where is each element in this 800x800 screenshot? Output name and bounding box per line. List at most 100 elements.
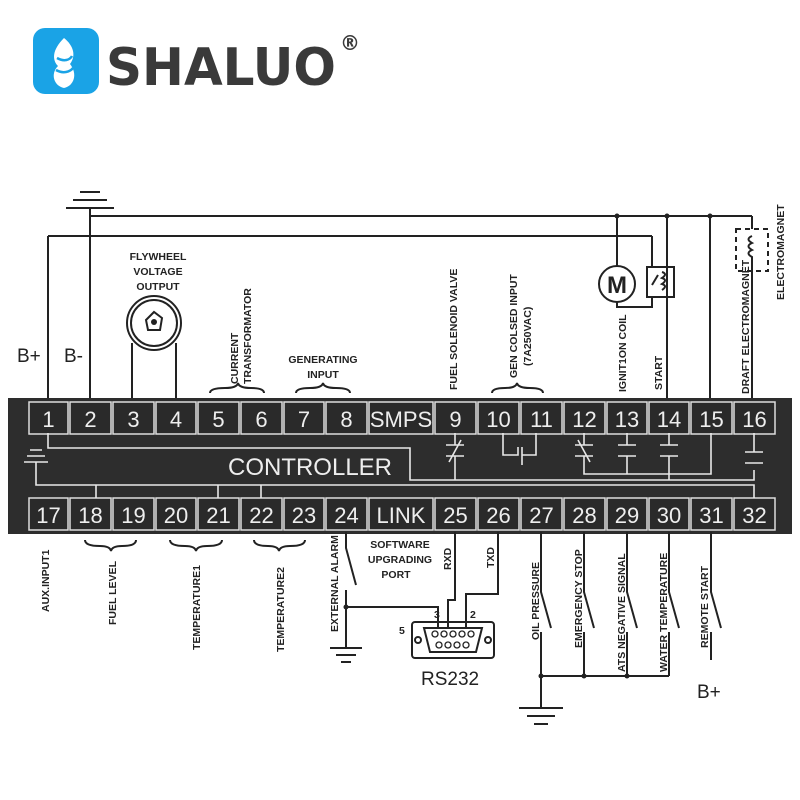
terminal-15 (690, 401, 733, 435)
software-port-label-2: UPGRADING (368, 554, 432, 566)
terminal-label: 17 (36, 503, 60, 528)
oil-pressure-label: OIL PRESSURE (530, 562, 542, 640)
start-label: START (653, 355, 665, 390)
terminal-label: 3 (127, 407, 139, 432)
terminal-13 (606, 401, 648, 435)
bracket (253, 539, 306, 552)
terminal-21 (197, 497, 240, 531)
terminal-6 (240, 401, 283, 435)
terminal-label: 32 (742, 503, 766, 528)
terminal-label: 16 (742, 407, 766, 432)
rs232-label: RS232 (421, 669, 479, 690)
terminal-label: SMPS (370, 407, 432, 432)
terminal-4 (155, 401, 197, 435)
terminal-20 (155, 497, 197, 531)
terminal-label: 28 (572, 503, 596, 528)
terminal-31 (690, 497, 733, 531)
terminal-label: 9 (449, 407, 461, 432)
gen-closed-input-label-1: GEN COLSED INPUT (508, 274, 520, 378)
generating-input-label-1: GENERATING (288, 354, 357, 366)
terminal-18 (69, 497, 112, 531)
internal-wiring (24, 433, 763, 498)
pin3-label: 3 (434, 609, 440, 621)
ground-icon (330, 647, 362, 663)
controller-title: CONTROLLER (228, 454, 392, 481)
b-plus-label: B+ (17, 346, 41, 367)
terminal-27 (520, 497, 563, 531)
external-alarm-label: EXTERNAL ALARM (329, 535, 341, 632)
terminal-label: 6 (255, 407, 267, 432)
terminal-11 (520, 401, 563, 435)
flywheel-label-2: VOLTAGE (133, 266, 182, 278)
terminal-8 (325, 401, 368, 435)
aux-input1-label: AUX.INPUT1 (40, 549, 52, 612)
terminal-label: 11 (530, 407, 553, 432)
terminal-23 (283, 497, 325, 531)
ground-icon (66, 191, 114, 209)
terminal-smps (368, 401, 434, 435)
electromagnet-label: ELECTROMAGNET (775, 204, 787, 300)
temperature1-label: TEMPERATURE1 (191, 565, 203, 650)
flywheel-label-3: OUTPUT (136, 281, 180, 293)
bracket (295, 382, 351, 394)
logo: SHALUO ® (33, 28, 360, 98)
terminal-3 (112, 401, 155, 435)
bottom-wiring: AUX.INPUT1 FUEL LEVEL TEMPERATURE1 TEMPE… (40, 532, 722, 725)
fuel-level-label: FUEL LEVEL (107, 560, 119, 625)
terminal-19 (112, 497, 155, 531)
shell-icon (53, 38, 75, 88)
pin5-label: 5 (399, 625, 405, 637)
terminal-label: 20 (164, 503, 188, 528)
brand-name: SHALUO (106, 38, 336, 98)
terminal-label: 19 (121, 503, 145, 528)
b-plus-bottom-label: B+ (697, 682, 721, 703)
terminal-label: 30 (657, 503, 681, 528)
flywheel-icon (126, 295, 182, 351)
rxd-label: RXD (442, 547, 454, 570)
ignition-coil-label: IGNIT1ON COIL (617, 314, 629, 392)
temperature2-label: TEMPERATURE2 (275, 567, 287, 652)
ground-icon (519, 707, 563, 725)
generating-input-label-2: INPUT (307, 369, 339, 381)
gen-closed-input-label-2: (7A250VAC) (522, 307, 534, 366)
pin2-label: 2 (470, 609, 476, 621)
top-wiring: B+ B- FLYWHEEL VOLTAGE OUTPUT CURRENT TR… (17, 191, 787, 402)
terminal-label: 10 (486, 407, 510, 432)
terminal-label: 13 (615, 407, 639, 432)
software-port-label-3: PORT (381, 569, 411, 581)
draft-electromagnet-label: DRAFT ELECTROMAGNET (740, 259, 752, 394)
terminal-7 (283, 401, 325, 435)
bracket (209, 382, 265, 394)
terminal-5 (197, 401, 240, 435)
terminal-label: LINK (377, 503, 426, 528)
terminal-link (368, 497, 434, 531)
terminal-26 (477, 497, 520, 531)
terminal-label: 25 (443, 503, 467, 528)
terminal-label: 5 (212, 407, 224, 432)
terminal-label: 12 (572, 407, 596, 432)
ground-icon (24, 449, 48, 463)
terminal-14 (648, 401, 690, 435)
terminal-22 (240, 497, 283, 531)
fuel-solenoid-valve-label: FUEL SOLENOID VALVE (448, 269, 460, 390)
electromagnet-icon (735, 228, 769, 272)
terminal-28 (563, 497, 606, 531)
terminal-17 (28, 497, 69, 531)
terminal-label: 31 (699, 503, 723, 528)
terminal-24 (325, 497, 368, 531)
bracket (84, 539, 137, 552)
b-minus-label: B- (64, 346, 83, 367)
software-port-label-1: SOFTWARE (370, 539, 430, 551)
ats-negative-signal-label: ATS NEGATIVE SIGNAL (616, 553, 628, 672)
terminal-label: 24 (334, 503, 358, 528)
terminal-29 (606, 497, 648, 531)
registered-mark: ® (340, 31, 360, 55)
terminal-label: 8 (340, 407, 352, 432)
motor-label: M (607, 272, 627, 299)
current-transformator-label-2: TRANSFORMATOR (242, 288, 254, 384)
terminal-label: 29 (615, 503, 639, 528)
flywheel-label-1: FLYWHEEL (130, 251, 187, 263)
terminal-label: 7 (298, 407, 310, 432)
